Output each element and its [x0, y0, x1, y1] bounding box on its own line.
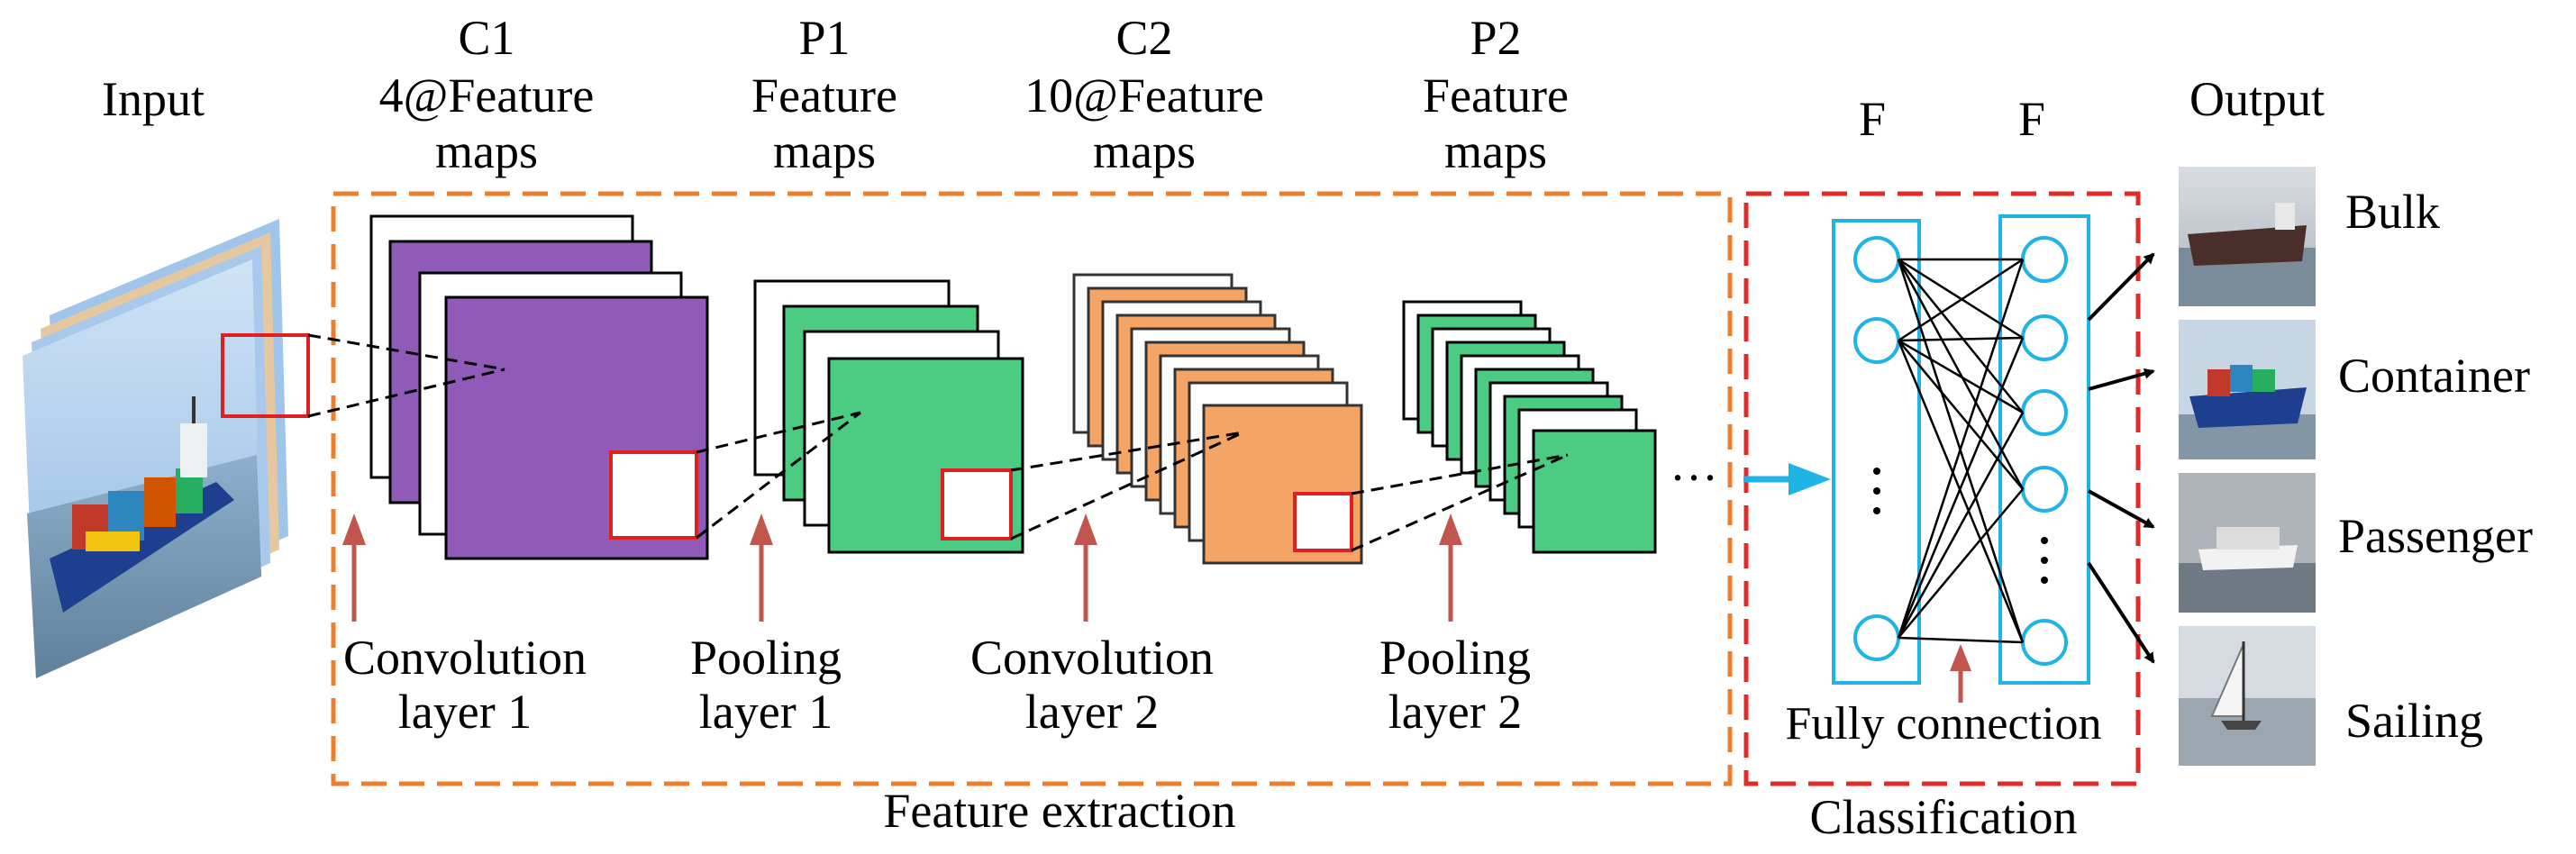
svg-text:layer 2: layer 2 [1025, 685, 1159, 739]
c2-feature-maps [1072, 273, 1363, 565]
receptive-field-p1 [941, 468, 1013, 541]
c1-feature-maps [369, 214, 709, 560]
svg-text:Pooling: Pooling [690, 631, 842, 685]
svg-text:10@Feature: 10@Feature [1024, 68, 1264, 123]
fully-connection-label: Fully connection [1786, 698, 2102, 750]
classification-frame [1743, 191, 2141, 786]
classification-caption: Classification [1810, 790, 2078, 844]
output-class-passenger: Passenger [2338, 509, 2533, 563]
pool2-label: Pooling layer 2 [1379, 631, 1531, 739]
feature-extraction-caption: Feature extraction [883, 784, 1235, 838]
pool2-up-arrow-icon [1439, 513, 1462, 622]
p1-feature-maps [753, 279, 1024, 554]
container-ship-photo-icon [2179, 320, 2316, 459]
svg-text:layer 2: layer 2 [1388, 685, 1522, 739]
svg-text:Pooling: Pooling [1379, 631, 1531, 685]
svg-text:layer 1: layer 1 [699, 685, 833, 739]
fully-connected-layer-2 [1998, 214, 2090, 685]
receptive-field-c2 [1293, 492, 1353, 552]
fc-connections [1897, 258, 2025, 644]
output-class-container: Container [2338, 349, 2530, 403]
bulk-carrier-photo-icon [2179, 167, 2316, 306]
svg-text:4@Feature: 4@Feature [379, 68, 595, 123]
output-class-bulk: Bulk [2345, 185, 2440, 239]
p2-feature-maps [1402, 300, 1657, 554]
cyan-arrow-icon [1743, 463, 1831, 495]
c1-label: C1 4@Feature maps [379, 11, 595, 178]
receptive-field-c1 [609, 450, 698, 540]
svg-text:C2: C2 [1115, 11, 1172, 65]
input-label: Input [102, 72, 205, 126]
svg-text:maps: maps [773, 124, 876, 178]
svg-text:P2: P2 [1470, 11, 1521, 65]
feature-extraction-frame [331, 191, 1733, 786]
svg-text:maps: maps [1444, 124, 1547, 178]
p2-label: P2 Feature maps [1423, 11, 1569, 178]
svg-text:P1: P1 [798, 11, 850, 65]
p1-label: P1 Feature maps [751, 11, 897, 178]
output-label: Output [2189, 72, 2325, 126]
conv1-up-arrow-icon [342, 513, 366, 622]
c2-label: C2 10@Feature maps [1024, 11, 1264, 178]
sailboat-photo-icon [2179, 626, 2316, 766]
svg-text:maps: maps [435, 124, 538, 178]
svg-text:Feature: Feature [751, 68, 897, 123]
fc2-label: F [2018, 92, 2045, 146]
conv1-label: Convolution layer 1 [343, 631, 587, 739]
input-image-stack [23, 219, 310, 678]
fc-up-arrow-icon [1950, 644, 1971, 703]
projection-lines [307, 333, 1569, 552]
output-class-sailing: Sailing [2345, 694, 2483, 748]
pool1-up-arrow-icon [750, 513, 773, 622]
svg-text:Convolution: Convolution [970, 631, 1214, 685]
receptive-field-input [221, 333, 310, 418]
svg-text:Feature: Feature [1423, 68, 1569, 123]
pool1-label: Pooling layer 1 [690, 631, 842, 739]
output-arrows [2087, 252, 2155, 664]
ellipsis-text: ··· [1670, 450, 1718, 504]
passenger-ship-photo-icon [2179, 473, 2316, 613]
container-ship-photo-icon [23, 259, 261, 678]
conv2-up-arrow-icon [1074, 513, 1097, 622]
svg-text:maps: maps [1093, 124, 1196, 178]
svg-text:Convolution: Convolution [343, 631, 587, 685]
fc1-label: F [1859, 92, 1886, 146]
svg-text:layer 1: layer 1 [398, 685, 532, 739]
svg-text:C1: C1 [458, 11, 514, 65]
conv2-label: Convolution layer 2 [970, 631, 1214, 739]
